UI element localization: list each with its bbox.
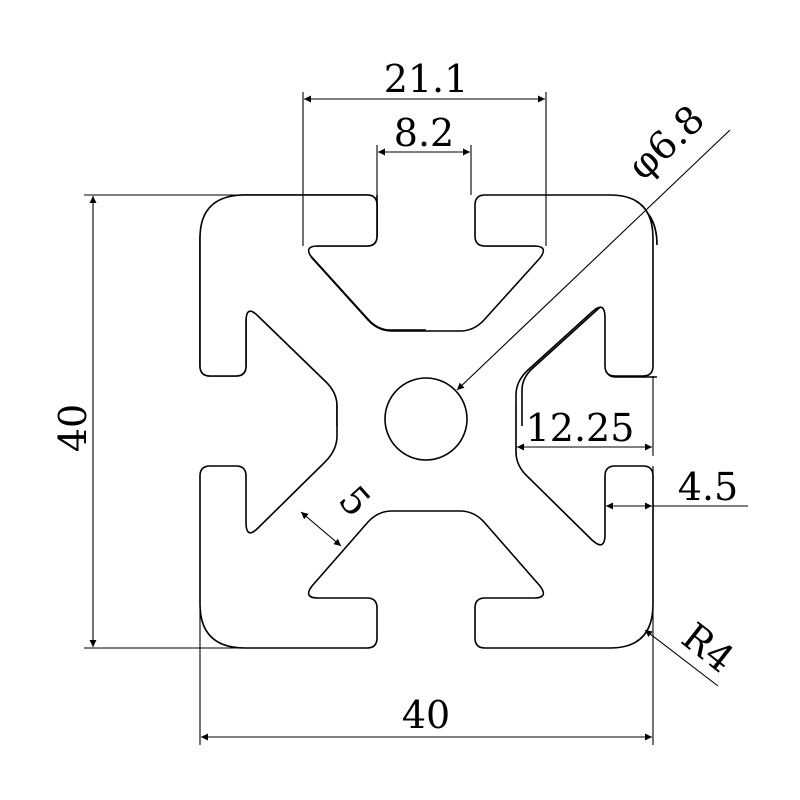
center-hole (384, 377, 468, 461)
dim-overall-width: 40 (199, 610, 654, 745)
dim-wall-thickness: 4.5 (604, 465, 748, 516)
dim-label-r4: R4 (674, 614, 743, 681)
dim-slot-outer-width: 21.1 (302, 57, 547, 246)
dim-label-height-40: 40 (51, 404, 95, 452)
dim-label-8-2: 8.2 (394, 111, 454, 155)
dim-overall-height: 40 (51, 194, 240, 649)
dim-label-width-40: 40 (402, 693, 450, 737)
dim-label-phi-6-8: φ6.8 (619, 97, 713, 189)
dim-corner-radius: R4 (644, 614, 743, 687)
dim-label-21-1: 21.1 (384, 57, 469, 101)
dim-slot-opening: 8.2 (376, 111, 472, 195)
dim-label-12-25: 12.25 (526, 406, 635, 450)
dim-slot-depth: 12.25 (515, 376, 654, 456)
dim-label-4-5: 4.5 (678, 465, 738, 509)
